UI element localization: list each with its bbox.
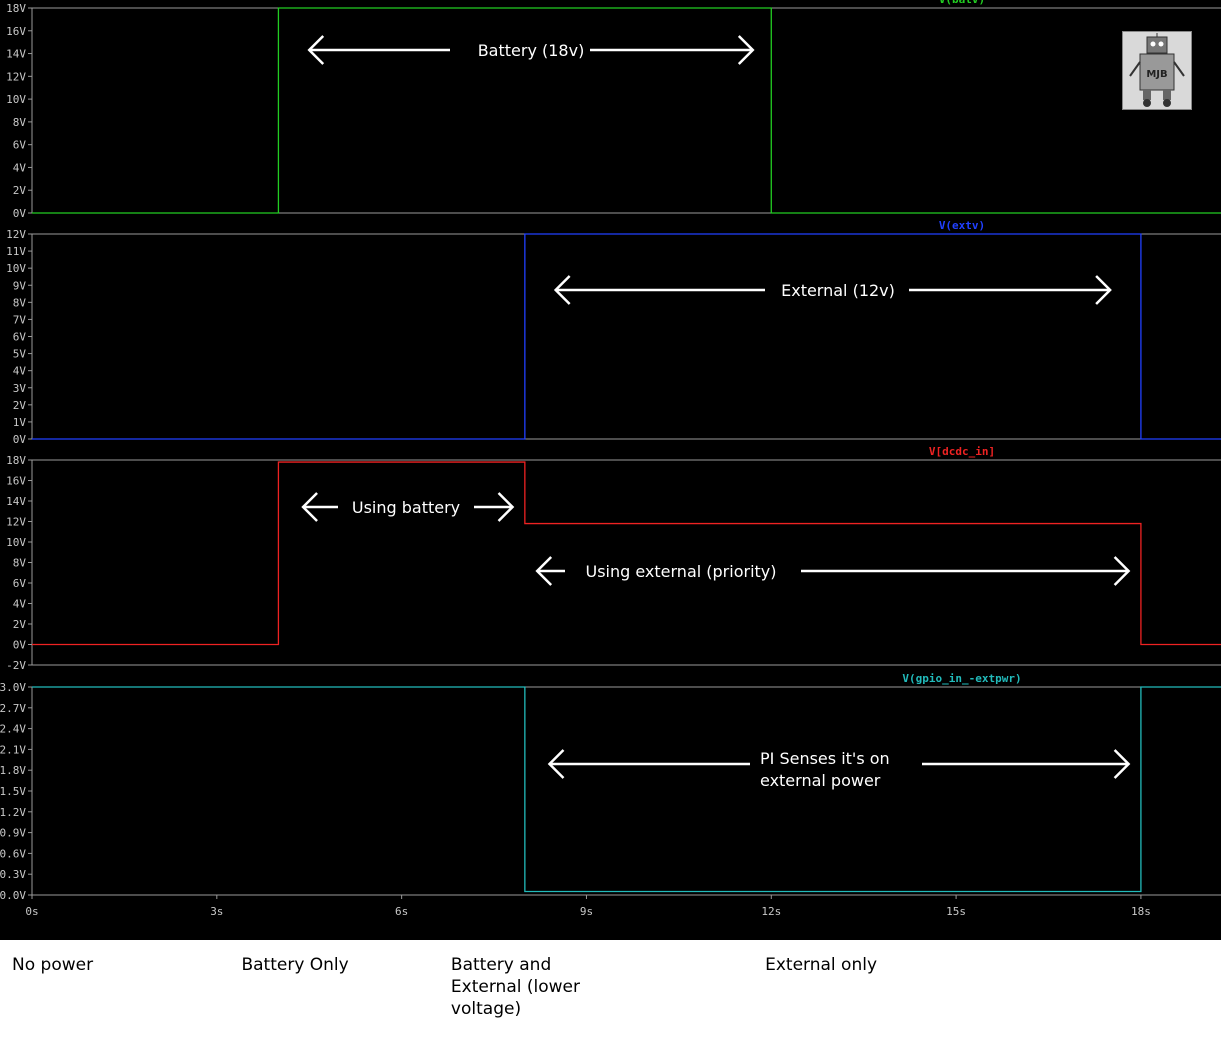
- trace-name-label: V(batv): [939, 0, 985, 6]
- svg-text:MJB: MJB: [1146, 69, 1167, 80]
- y-tick-label: 3.0V: [0, 681, 26, 694]
- y-tick-label: 0.6V: [0, 847, 26, 860]
- using-battery-arrow-left-head: [301, 492, 318, 522]
- pi-senses-arrow-right-head: [1113, 749, 1131, 779]
- y-tick-label: 10V: [6, 93, 26, 106]
- y-tick-label: 7V: [13, 313, 27, 326]
- y-tick-label: 16V: [6, 475, 26, 488]
- note-backdrop: [565, 558, 801, 584]
- robot-logo-icon: MJB: [1122, 31, 1192, 110]
- pi-senses-arrow-left-head: [547, 749, 565, 779]
- phase-label: No power: [12, 955, 94, 975]
- note-backdrop: [750, 744, 922, 794]
- y-tick-label: -2V: [6, 659, 26, 672]
- y-tick-label: 2V: [13, 399, 27, 412]
- using-external-arrow-right-head: [1113, 556, 1131, 586]
- y-tick-label: 6V: [13, 139, 27, 152]
- y-tick-label: 8V: [13, 557, 27, 570]
- y-tick-label: 1.5V: [0, 785, 26, 798]
- y-tick-label: 12V: [6, 70, 26, 83]
- pi-senses-annotation-line: PI Senses it's on: [760, 749, 890, 768]
- trace-line: [32, 461, 1221, 646]
- external-arrow-right-head: [1095, 275, 1112, 305]
- y-tick-label: 9V: [13, 279, 27, 292]
- x-tick-label: 18s: [1131, 905, 1151, 918]
- note-backdrop: [338, 494, 474, 520]
- y-tick-label: 14V: [6, 48, 26, 61]
- using-external-annotation: Using external (priority): [585, 562, 776, 581]
- plot-area: 0V 2V 4V 6V 8V 10V 12V 14V 16V 18V V(batv) Battery …: [0, 0, 1221, 940]
- x-tick-label: 0s: [25, 905, 38, 918]
- y-tick-label: 2.1V: [0, 743, 26, 756]
- waveform-chart: 0V 2V 4V 6V 8V 10V 12V 14V 16V 18V V(batv) Battery …: [0, 0, 1221, 918]
- y-tick-label: 10V: [6, 262, 26, 275]
- pi-senses-annotation-line: external power: [760, 771, 881, 790]
- using-battery-arrow-right-head: [497, 492, 515, 522]
- using-battery-annotation: Using battery: [352, 498, 460, 517]
- y-tick-label: 8V: [13, 116, 27, 129]
- using-external-arrow-left-head: [535, 556, 553, 586]
- x-tick-label: 12s: [761, 905, 781, 918]
- y-tick-label: 11V: [6, 245, 26, 258]
- external-annotation: External (12v): [781, 281, 895, 300]
- y-tick-label: 8V: [13, 296, 27, 309]
- x-tick-label: 9s: [580, 905, 593, 918]
- battery-annotation: Battery (18v): [478, 41, 585, 60]
- trace-line: [32, 233, 1221, 440]
- trace-name-label: V[dcdc_in]: [929, 445, 995, 458]
- note-backdrop: [765, 277, 909, 303]
- y-tick-label: 4V: [13, 598, 27, 611]
- x-tick-label: 15s: [946, 905, 966, 918]
- y-tick-label: 18V: [6, 2, 26, 15]
- phase-label: Battery Only: [241, 955, 349, 975]
- y-tick-label: 3V: [13, 382, 27, 395]
- y-tick-label: 18V: [6, 454, 26, 467]
- y-tick-label: 0.9V: [0, 827, 26, 840]
- y-tick-label: 0.0V: [0, 889, 26, 902]
- pi-senses-annotation: PI Senses it's on external power: [760, 749, 890, 790]
- y-tick-label: 2.4V: [0, 723, 26, 736]
- y-tick-label: 1V: [13, 416, 27, 429]
- trace-name-label: V(extv): [939, 219, 985, 232]
- phase-label: Battery and External (lower voltage): [450, 955, 580, 1019]
- phase-label: External only: [765, 955, 878, 975]
- trace-line: [32, 686, 1221, 893]
- y-tick-label: 0V: [13, 433, 27, 446]
- y-tick-label: 0V: [13, 639, 27, 652]
- y-tick-label: 1.2V: [0, 806, 26, 819]
- battery-arrow-right-head: [737, 35, 755, 65]
- y-tick-label: 10V: [6, 536, 26, 549]
- y-tick-label: 16V: [6, 25, 26, 38]
- y-tick-label: 12V: [6, 228, 26, 241]
- y-tick-label: 5V: [13, 348, 27, 361]
- y-tick-label: 12V: [6, 516, 26, 529]
- y-tick-label: 2V: [13, 184, 27, 197]
- x-tick-label: 3s: [210, 905, 223, 918]
- y-tick-label: 6V: [13, 331, 27, 344]
- x-tick-label: 6s: [395, 905, 408, 918]
- y-tick-label: 0.3V: [0, 868, 26, 881]
- y-tick-label: 14V: [6, 495, 26, 508]
- y-tick-label: 6V: [13, 577, 27, 590]
- trace-name-label: V(gpio_in_-extpwr): [902, 672, 1021, 685]
- y-tick-label: 2.7V: [0, 702, 26, 715]
- external-arrow-left-head: [553, 275, 571, 305]
- trace-line: [32, 7, 1221, 214]
- y-tick-label: 2V: [13, 618, 27, 631]
- y-tick-label: 1.8V: [0, 764, 26, 777]
- y-tick-label: 4V: [13, 365, 27, 378]
- y-tick-label: 4V: [13, 161, 27, 174]
- note-backdrop: [450, 38, 590, 64]
- battery-arrow-left-head: [307, 35, 325, 65]
- y-tick-label: 0V: [13, 207, 27, 220]
